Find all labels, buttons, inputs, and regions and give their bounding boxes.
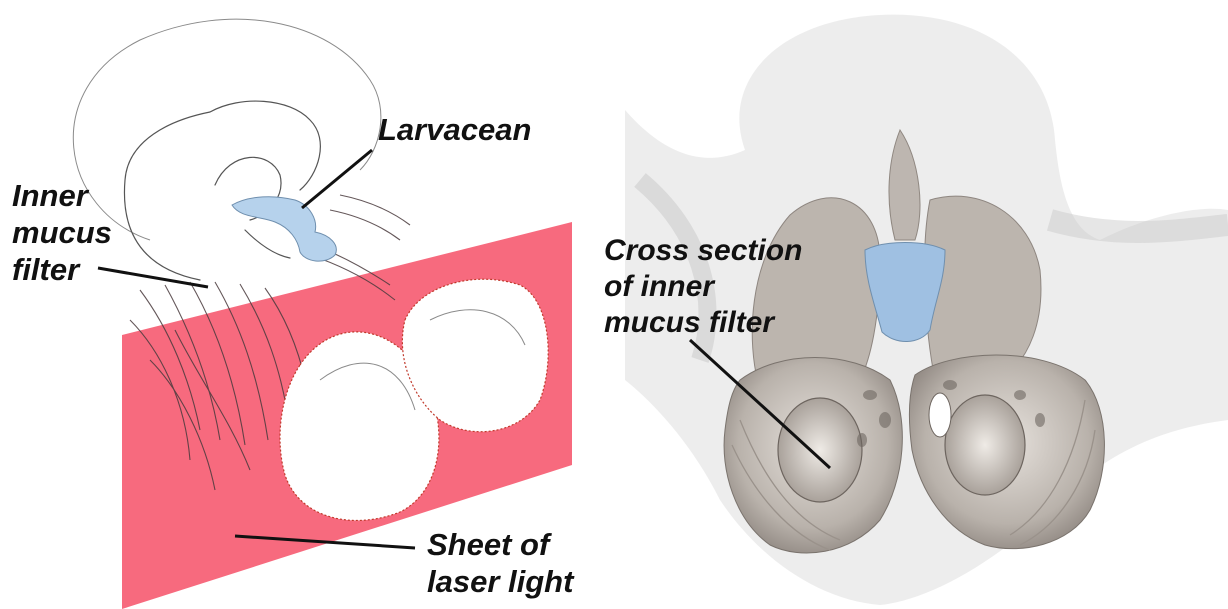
- cavity-left: [778, 398, 862, 502]
- label-laser-sheet-line2: laser light: [427, 564, 575, 599]
- left-illustration: Larvacean Inner mucus filter Sheet of la…: [12, 19, 575, 609]
- label-inner-filter: Inner mucus filter: [12, 178, 121, 287]
- house-outline: [73, 19, 381, 240]
- leader-larvacean: [302, 150, 372, 208]
- label-cross-section-line3: mucus filter: [604, 306, 776, 339]
- label-laser-sheet: Sheet of laser light: [427, 527, 575, 599]
- filter-body-outline: [124, 101, 320, 280]
- cavity-right: [945, 395, 1025, 495]
- label-inner-filter-line2: mucus: [12, 215, 112, 250]
- larvacean-body: [232, 197, 336, 261]
- label-cross-section-line2: of inner: [604, 270, 716, 303]
- label-larvacean: Larvacean: [378, 112, 531, 147]
- label-inner-filter-line1: Inner: [12, 178, 90, 213]
- label-inner-filter-line3: filter: [12, 252, 81, 287]
- label-cross-section-line1: Cross section: [604, 234, 802, 267]
- label-laser-sheet-line1: Sheet of: [427, 527, 552, 562]
- right-render: Cross section of inner mucus filter: [604, 15, 1228, 605]
- cavity-hole-right: [929, 393, 951, 437]
